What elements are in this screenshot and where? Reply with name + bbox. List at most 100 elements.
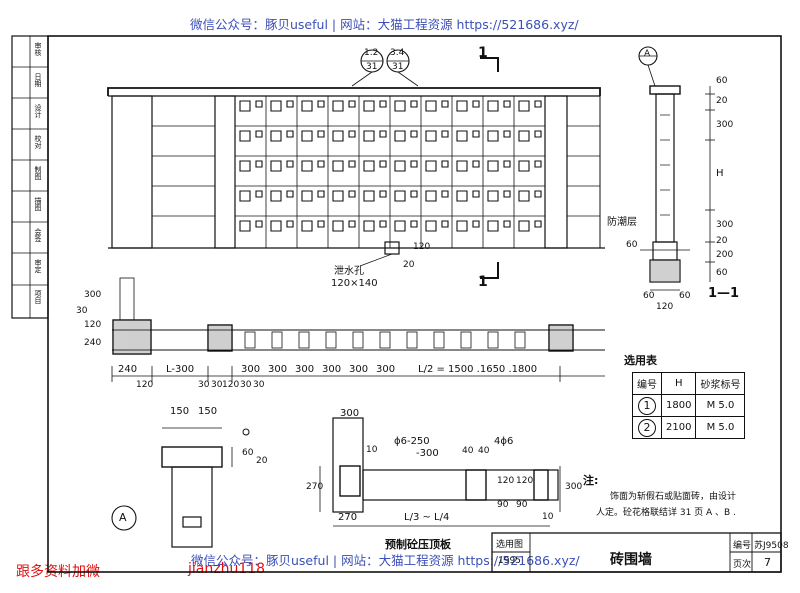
base-width-dim: 120 xyxy=(656,302,674,312)
ref-right-top: 3.4 xyxy=(390,48,405,58)
detail-w150a: 150 xyxy=(170,406,190,417)
drain-dim-2: 120 xyxy=(413,242,431,252)
plan-dim-300-6: 300 xyxy=(376,364,396,375)
plan-sub-30c: 30 xyxy=(240,380,252,390)
page-label: 页次 xyxy=(733,560,752,570)
side-strip-7: 会签 xyxy=(34,228,42,242)
plan-dim-300-2: 300 xyxy=(268,364,288,375)
plate-d270v: 270 xyxy=(306,482,324,492)
plate-rebar2: 4ϕ6 xyxy=(494,436,514,447)
drawing-code: 苏J9508 xyxy=(754,541,789,551)
plan-v300: 300 xyxy=(84,290,102,300)
plan-dim-300-5: 300 xyxy=(349,364,369,375)
plan-dim-l2: L/2 = 1500 .1650 .1800 xyxy=(418,364,538,375)
table-row: 2 2100 M 5.0 xyxy=(632,416,746,439)
detail-w150b: 150 xyxy=(198,406,218,417)
row-1-no: 1 xyxy=(632,394,662,417)
ref-right-bottom: 31 xyxy=(392,62,404,72)
table-header-row: 编号 H 砂浆标号 xyxy=(632,372,746,395)
header-h: H xyxy=(660,372,697,395)
sec-dim-60-left: 60 xyxy=(626,240,638,250)
plate-dl3l4: L/3 ~ L/4 xyxy=(404,512,450,523)
base-right-dim: 60 xyxy=(679,291,691,301)
plan-v240: 240 xyxy=(84,338,102,348)
plate-p300: 300 xyxy=(340,408,360,419)
side-strip-1: 审核 xyxy=(34,42,42,56)
plan-sub-30d: 30 xyxy=(253,380,265,390)
damp-proof-label: 防潮层 xyxy=(607,217,637,228)
plate-d270h: 270 xyxy=(338,512,358,523)
section-mark-bottom: 1 xyxy=(478,274,488,290)
side-strip-3: 设计 xyxy=(34,104,42,118)
header-mortar: 砂浆标号 xyxy=(695,372,746,395)
drain-dim-1: 20 xyxy=(403,260,415,270)
detail-h20: 20 xyxy=(256,456,268,466)
plan-sub-30a: 30 xyxy=(198,380,210,390)
detail-a-label: A xyxy=(119,511,127,524)
notes-line-2: 人定。砼花格联结详 31 页 A 、B . xyxy=(596,508,736,518)
notes-line-1: 饰面为斩假石或贴面砖，由设计 xyxy=(610,492,737,502)
plate-d10: 10 xyxy=(366,445,378,455)
plan-dim-300-3: 300 xyxy=(295,364,315,375)
bottom-watermark: 微信公众号：豚贝useful | 网站：大猫工程资源 https://52168… xyxy=(191,550,580,569)
detail-h60: 60 xyxy=(242,448,254,458)
section-title: 1—1 xyxy=(708,286,740,301)
detail-a-mark: A xyxy=(644,49,651,59)
sec-dim-300-b: 300 xyxy=(716,220,734,230)
sec-dim-h: H xyxy=(716,168,724,179)
plate-d40a: 40 xyxy=(462,446,474,456)
precast-plate-label: 预制砼压顶板 xyxy=(385,538,451,551)
plan-dim-300-1: 300 xyxy=(241,364,261,375)
plan-dim-240: 240 xyxy=(118,364,138,375)
sec-dim-20-top: 20 xyxy=(716,96,728,106)
plate-d10b: 10 xyxy=(542,512,554,522)
top-watermark: 微信公众号：豚贝useful | 网站：大猫工程资源 https://52168… xyxy=(190,17,579,32)
side-strip-5: 制图 xyxy=(34,166,42,180)
sec-dim-200: 200 xyxy=(716,250,734,260)
plan-v120: 120 xyxy=(84,320,102,330)
plan-v30: 30 xyxy=(76,306,88,316)
sec-dim-60-top: 60 xyxy=(716,76,728,86)
table-row: 1 1800 M 5.0 xyxy=(632,394,746,417)
sec-dim-300-a: 300 xyxy=(716,120,734,130)
drawing-title: 砖围墙 xyxy=(610,552,652,568)
plate-d120b: 120 xyxy=(516,476,534,486)
side-strip-8: 审定 xyxy=(34,259,42,273)
page-number: 7 xyxy=(764,556,771,569)
wechat-id: jianzhu118 xyxy=(188,561,266,577)
selection-table: 编号 H 砂浆标号 1 1800 M 5.0 2 2100 M 5.0 xyxy=(632,372,746,439)
atlas-year: 1995 xyxy=(498,556,521,566)
row-2-mortar: M 5.0 xyxy=(695,416,746,439)
plan-sub-120: 120 xyxy=(136,380,154,390)
row-1-h: 1800 xyxy=(660,394,697,417)
selection-table-title: 选用表 xyxy=(624,354,657,367)
row-1-mortar: M 5.0 xyxy=(695,394,746,417)
code-label: 编号 xyxy=(733,541,752,551)
plate-d300v: 300 xyxy=(565,482,583,492)
notes-label: 注: xyxy=(583,474,599,487)
plate-d90b: 90 xyxy=(516,500,528,510)
plan-sub-30b: 30 xyxy=(211,380,223,390)
plate-d40b: 40 xyxy=(478,446,490,456)
atlas-label: 选用图 xyxy=(496,540,524,550)
row-2-h: 2100 xyxy=(660,416,697,439)
plate-d120a: 120 xyxy=(497,476,515,486)
section-mark-top: 1 xyxy=(478,45,488,61)
ref-left-top: 1.2 xyxy=(364,48,379,58)
header-no: 编号 xyxy=(632,372,662,395)
side-strip-2: 日期 xyxy=(34,73,42,87)
side-strip-9: 项目 xyxy=(34,290,42,304)
ref-left-bottom: 31 xyxy=(366,62,378,72)
drain-hole-size: 120×140 xyxy=(331,278,378,289)
plate-rebar1: ϕ6-250 xyxy=(394,436,430,447)
side-strip-4: 校对 xyxy=(34,135,42,149)
plan-dim-l300: L-300 xyxy=(166,364,195,375)
sec-dim-60-bottom: 60 xyxy=(716,268,728,278)
side-strip-6: 描图 xyxy=(34,197,42,211)
sec-dim-20-b: 20 xyxy=(716,236,728,246)
row-2-no: 2 xyxy=(632,416,662,439)
plan-dim-300-4: 300 xyxy=(322,364,342,375)
plate-d90a: 90 xyxy=(497,500,509,510)
plate-rebar1b: -300 xyxy=(416,448,439,459)
